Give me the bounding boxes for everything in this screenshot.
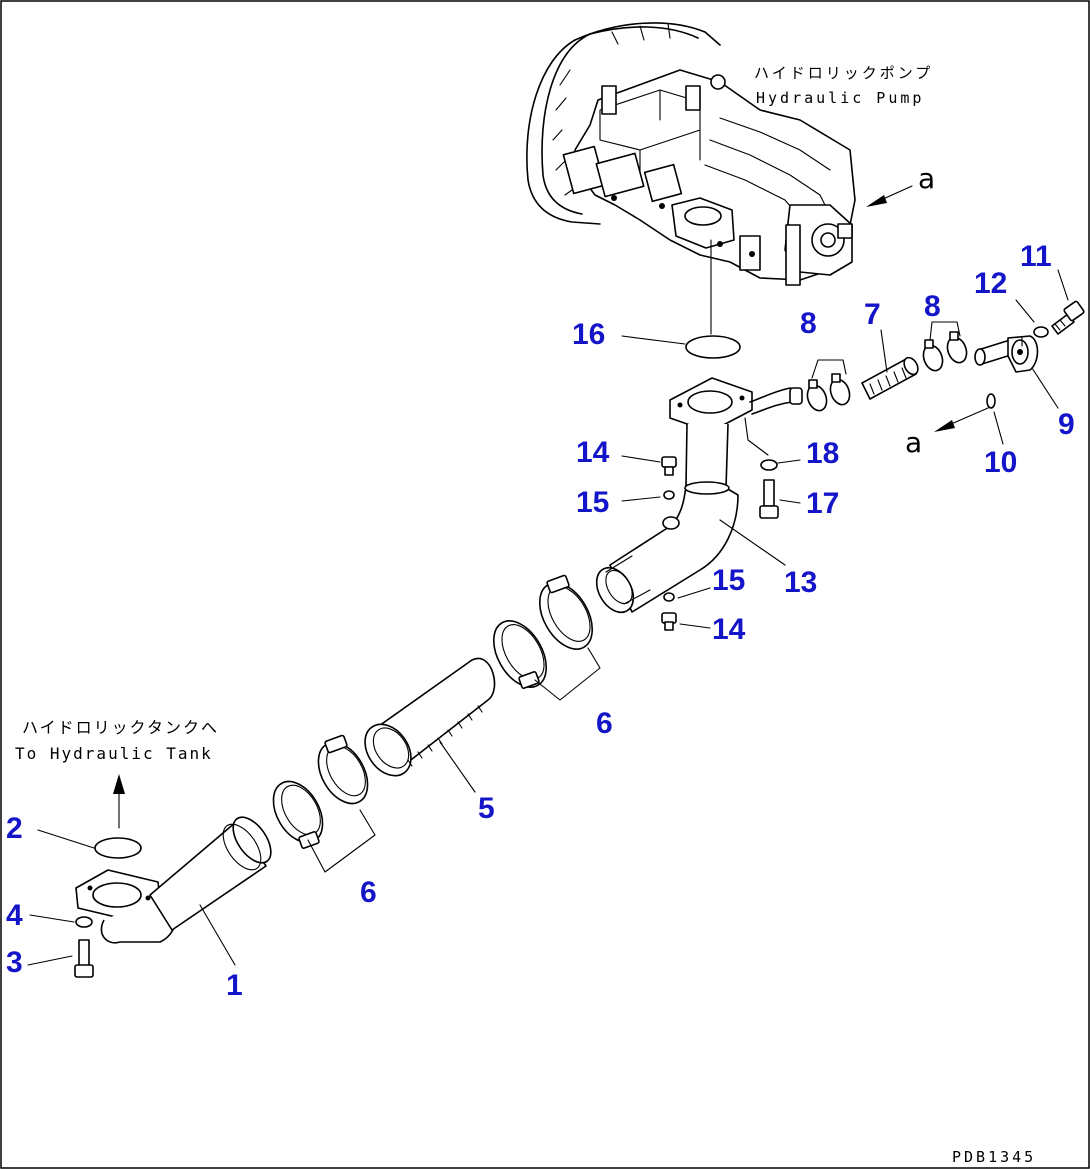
pump-label-en: Hydraulic Pump [756,89,924,107]
callout-15-upper: 15 [576,486,609,519]
o-ring-2 [94,837,142,859]
view-letter-a-top: a [918,162,935,195]
leader-9 [1031,367,1059,409]
callout-7: 7 [864,298,881,331]
bolt-17 [759,479,779,519]
plug-14-upper [661,456,677,476]
leader-14-lower [679,623,711,629]
hose-clamps-8-left [806,373,851,412]
callout-11: 11 [1020,240,1052,273]
bolt-3 [74,939,94,978]
drawing-code: PDB1345 [952,1148,1036,1166]
leader-18 [777,459,801,464]
callout-1: 1 [226,969,243,1002]
washer-18 [760,459,778,471]
leader-13 [719,519,786,566]
bracket-8-right [929,321,961,341]
leader-1 [199,904,236,966]
callout-5: 5 [478,792,495,825]
leader-4 [29,914,75,923]
elbow-13 [595,377,803,614]
leader-2 [37,829,95,849]
hose-clamps-6-upper [492,574,594,689]
plug-14-lower [661,612,677,631]
leader-14-upper [621,455,661,463]
leader-15-upper [621,496,661,502]
leader-5 [439,741,476,793]
o-ring-15-lower [663,592,675,602]
bolt-11 [1051,300,1085,335]
o-ring-16 [685,335,741,359]
callout-13: 13 [784,566,817,599]
callout-18: 18 [806,437,839,470]
view-letter-a-bottom: a [905,426,922,459]
view-arrow-a-bottom [934,407,989,432]
callout-16: 16 [572,318,605,351]
bracket-6-upper [534,647,601,701]
callout-15-lower: 15 [712,564,745,597]
callout-4: 4 [6,899,23,932]
leader-7 [880,329,888,373]
leader-3 [27,955,73,966]
callout-8-right: 8 [924,290,941,323]
pipe-1 [75,816,272,944]
leader-15-lower [677,587,711,599]
leader-12 [1015,299,1035,347]
to-tank-arrow [113,774,125,829]
callout-3: 3 [6,946,23,979]
hose-clamps-8-right [922,331,968,372]
callout-8-left: 8 [800,307,817,340]
washer-12 [1033,326,1049,338]
tank-label-jp: ハイドロリックタンクへ [22,718,219,737]
pump-label-jp: ハイドロリックポンプ [754,64,933,82]
leader-17 [779,499,801,504]
callout-10: 10 [984,446,1017,479]
bracket-8-left [811,359,847,379]
leader-18-line [744,417,769,456]
bracket-6-lower [307,809,376,873]
callout-6-lower: 6 [360,876,377,909]
callout-17: 17 [806,487,839,520]
hose-7 [861,356,919,400]
leader-16 [621,335,686,345]
hose-clamps-6-lower [272,734,369,849]
hose-5 [364,657,496,777]
view-arrow-a-top [866,185,913,207]
leader-11 [1057,269,1069,301]
o-ring-15-upper [663,490,675,500]
washer-4 [75,916,93,928]
callout-14-lower: 14 [712,613,746,646]
leader-10 [993,411,1004,445]
callout-6-upper: 6 [596,707,613,740]
hydraulic-pump [526,22,856,286]
o-ring-10 [986,393,996,409]
elbow-fitting-9 [974,335,1039,373]
tank-label-en: To Hydraulic Tank [15,744,213,763]
callout-12: 12 [974,267,1007,300]
callout-9: 9 [1058,408,1075,441]
callout-14-upper: 14 [576,436,610,469]
callout-2: 2 [6,812,23,845]
